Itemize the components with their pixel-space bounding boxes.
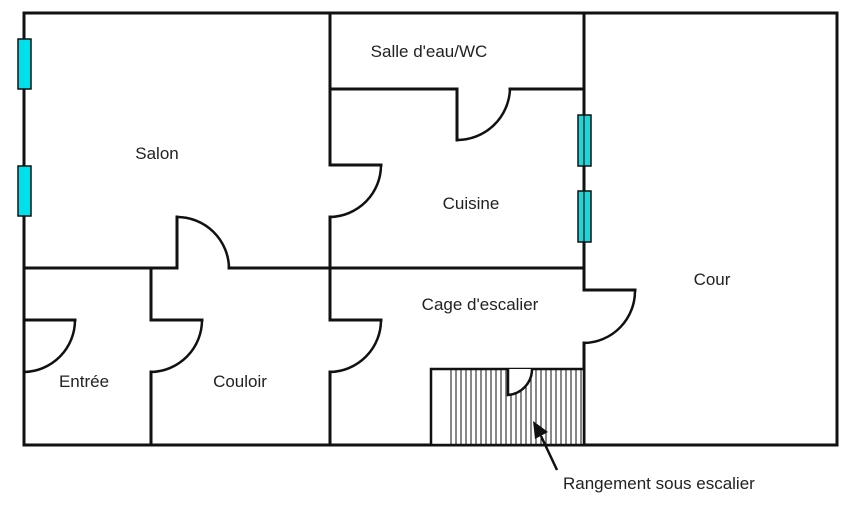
wall-salon-cuisine-upper — [328, 11, 383, 167]
wall-entree-couloir-upper — [149, 266, 204, 322]
stair-door-notch-fill — [508, 369, 533, 396]
door-cuisine[interactable] — [329, 164, 383, 219]
room-labels: Salon Salle d'eau/WC Cuisine Cour Cage d… — [59, 42, 731, 391]
label-salon: Salon — [135, 144, 178, 163]
staircase — [429, 367, 586, 447]
doors — [23, 88, 637, 374]
label-cage-escalier: Cage d'escalier — [422, 295, 539, 314]
door-cage-escalier[interactable] — [329, 319, 383, 374]
annotation: Rangement sous escalier — [533, 421, 755, 493]
label-salle-eau-wc: Salle d'eau/WC — [371, 42, 488, 61]
door-salle-eau[interactable] — [456, 88, 512, 142]
label-couloir: Couloir — [213, 372, 267, 391]
door-salon[interactable] — [176, 215, 231, 269]
label-entree: Entrée — [59, 372, 109, 391]
door-cour[interactable] — [583, 289, 637, 345]
wall-salon-bottom-left — [22, 215, 179, 270]
annotation-arrow-shaft — [539, 435, 559, 471]
annotation-label: Rangement sous escalier — [563, 474, 755, 493]
window-salon-2 — [17, 165, 32, 217]
label-cour: Cour — [694, 270, 731, 289]
door-couloir[interactable] — [150, 319, 204, 374]
windows — [17, 38, 592, 243]
wall-wc-cuisine-left — [328, 87, 459, 142]
door-entree[interactable] — [23, 319, 77, 374]
window-salon-1 — [17, 38, 32, 90]
label-cuisine: Cuisine — [443, 194, 500, 213]
door-rangement[interactable] — [506, 368, 534, 397]
annotation-arrow-head-icon — [533, 421, 548, 439]
